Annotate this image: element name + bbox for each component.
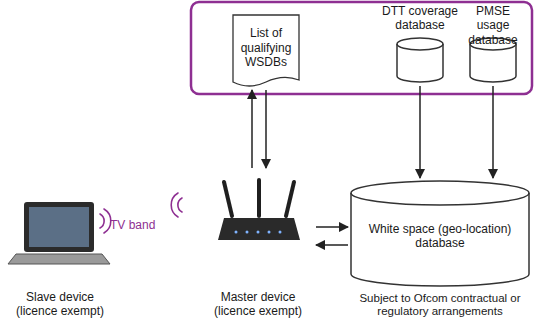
- document-shape: [233, 15, 299, 86]
- wireless-waves-master: [171, 193, 182, 217]
- wave-arc: [171, 193, 178, 217]
- connector-arrow: [251, 90, 253, 168]
- connector-arrow: [419, 86, 421, 178]
- cylinder-rim: [397, 44, 443, 50]
- router-light: [246, 231, 249, 234]
- router-antenna: [224, 182, 232, 216]
- router-light: [257, 231, 260, 234]
- wave-arc: [104, 209, 111, 233]
- cylinder-body: [351, 181, 529, 286]
- master-device: Master device (licence exempt): [202, 170, 314, 328]
- cylinder-rim: [351, 193, 529, 205]
- wave-arc: [100, 214, 104, 228]
- group-frame: [191, 2, 532, 94]
- router-antenna: [286, 182, 294, 216]
- database-node: DTT coverage database: [370, 4, 470, 84]
- band-label: TV band: [110, 218, 155, 232]
- router-outline: [202, 170, 314, 328]
- database-node: PMSE usage database: [458, 4, 528, 84]
- database-node: White space (geo-location) databaseSubje…: [350, 180, 530, 330]
- document-node: List of qualifying WSDBs: [232, 14, 300, 88]
- laptop-lid: [24, 202, 94, 252]
- cylinder-body: [397, 38, 443, 82]
- connector-arrow: [265, 90, 267, 168]
- wave-arc: [178, 198, 182, 212]
- node-label: Slave device (licence exempt): [4, 290, 116, 319]
- node-label: White space (geo-location) database: [350, 222, 530, 251]
- connector-arrow: [316, 244, 348, 246]
- slave-device: Slave device (licence exempt): [4, 196, 116, 328]
- node-note: Subject to Ofcom contractual or regulato…: [350, 292, 530, 318]
- wireless-waves-slave: [100, 209, 111, 233]
- node-label: DTT coverage database: [370, 4, 470, 33]
- node-label: PMSE usage database: [458, 4, 528, 47]
- router-body: [218, 218, 300, 240]
- laptop-screen: [29, 207, 89, 247]
- router-light: [235, 231, 238, 234]
- router-antenna: [257, 180, 261, 216]
- connector-arrow: [316, 226, 348, 228]
- router-light: [268, 231, 271, 234]
- laptop-base: [8, 254, 110, 264]
- node-label: List of qualifying WSDBs: [232, 26, 300, 69]
- router-light: [279, 231, 282, 234]
- node-label: Master device (licence exempt): [202, 290, 314, 319]
- connector-arrow: [492, 86, 494, 178]
